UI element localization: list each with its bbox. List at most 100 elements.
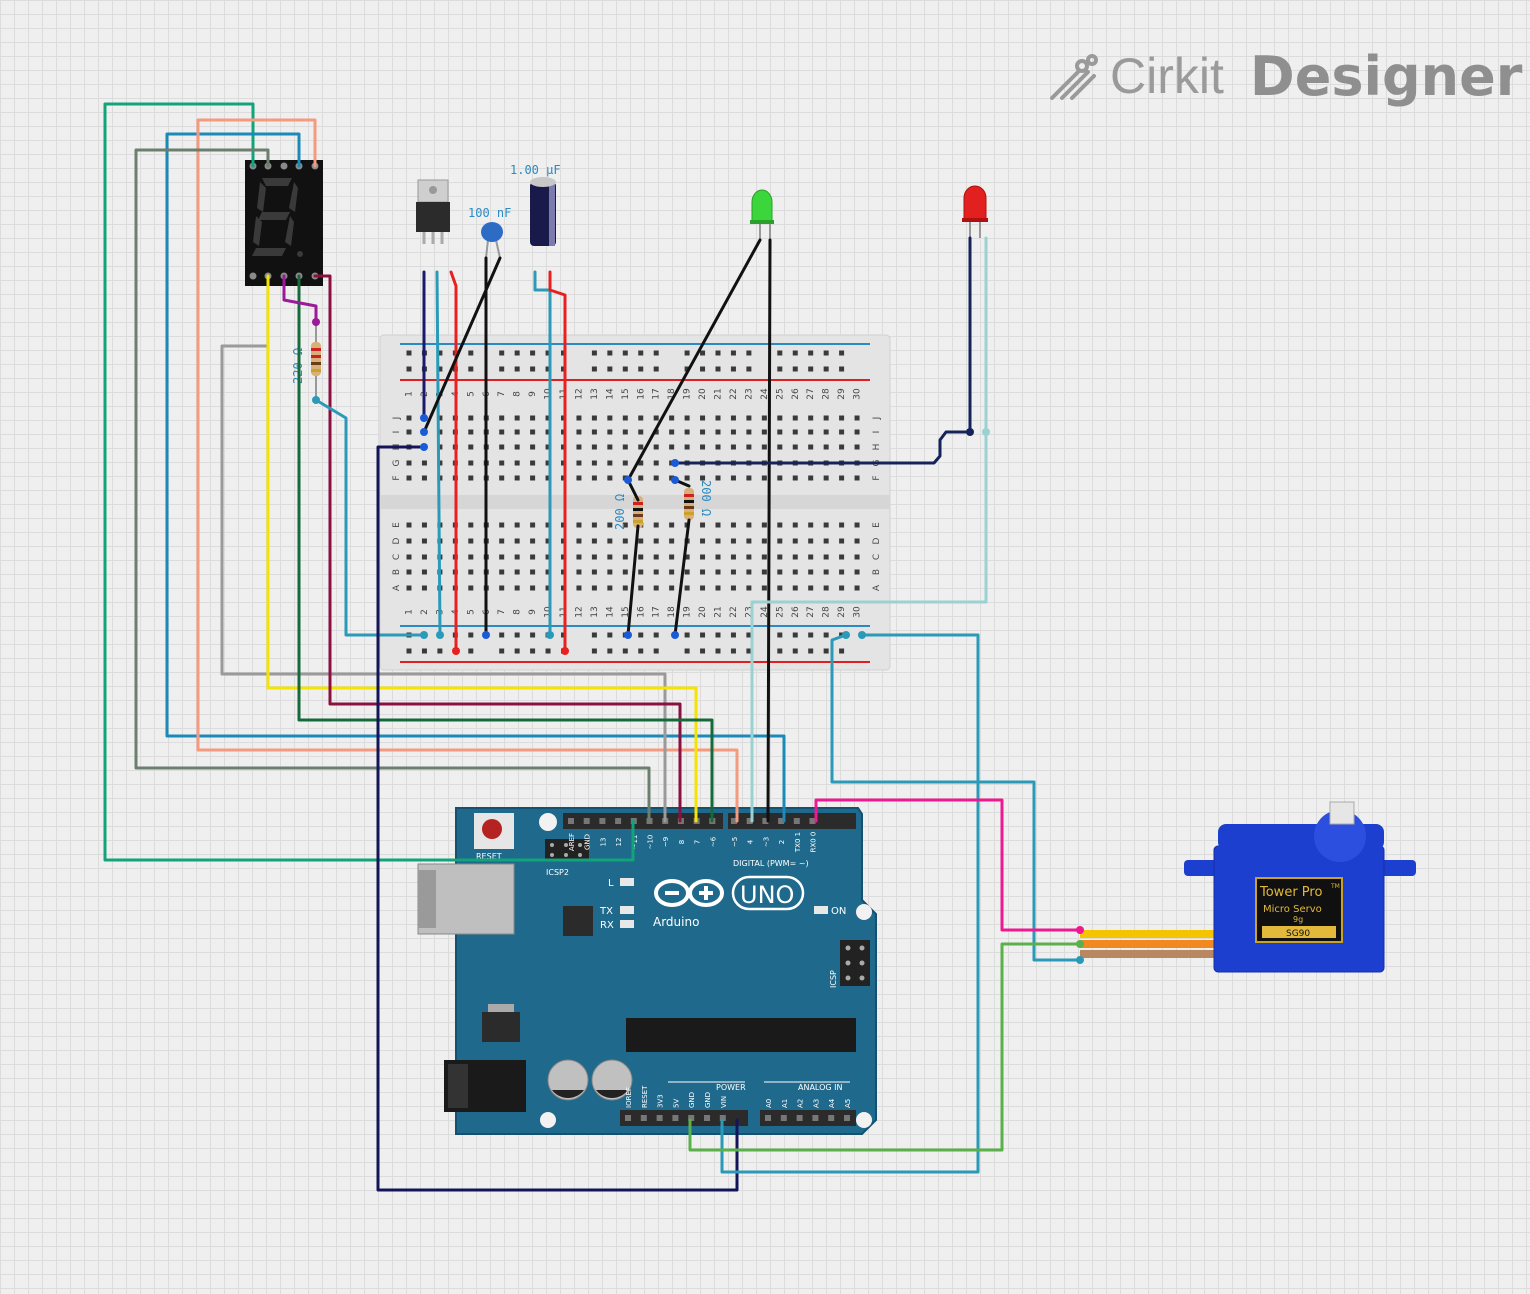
digital-pin[interactable] [778, 818, 785, 824]
breadboard-hole[interactable] [530, 415, 536, 421]
breadboard-hole[interactable] [653, 429, 659, 435]
rail-hole[interactable] [823, 366, 829, 372]
rail-hole[interactable] [499, 366, 505, 372]
breadboard-hole[interactable] [638, 554, 644, 560]
rail-hole[interactable] [437, 366, 443, 372]
breadboard-hole[interactable] [622, 429, 628, 435]
rail-hole[interactable] [730, 648, 736, 654]
breadboard-hole[interactable] [607, 444, 613, 450]
rail-hole[interactable] [808, 366, 814, 372]
rail-hole[interactable] [638, 648, 644, 654]
breadboard-hole[interactable] [839, 415, 845, 421]
reset-button[interactable] [474, 813, 514, 849]
breadboard-hole[interactable] [730, 475, 736, 481]
breadboard-hole[interactable] [576, 444, 582, 450]
breadboard-hole[interactable] [653, 444, 659, 450]
breadboard-hole[interactable] [700, 554, 706, 560]
breadboard-hole[interactable] [700, 522, 706, 528]
rail-hole[interactable] [746, 366, 752, 372]
breadboard-hole[interactable] [730, 522, 736, 528]
breadboard-hole[interactable] [746, 538, 752, 544]
digital-pin[interactable] [731, 818, 737, 824]
breadboard-hole[interactable] [638, 475, 644, 481]
rail-hole[interactable] [777, 632, 783, 638]
breadboard-hole[interactable] [854, 429, 860, 435]
breadboard-hole[interactable] [808, 585, 814, 591]
breadboard-hole[interactable] [421, 569, 427, 575]
breadboard-hole[interactable] [684, 585, 690, 591]
digital-pin[interactable] [599, 818, 606, 824]
rail-hole[interactable] [468, 648, 474, 654]
breadboard-hole[interactable] [684, 415, 690, 421]
breadboard-hole[interactable] [839, 569, 845, 575]
breadboard-hole[interactable] [823, 522, 829, 528]
rail-hole[interactable] [514, 366, 520, 372]
breadboard-hole[interactable] [684, 429, 690, 435]
power-pin[interactable] [625, 1115, 631, 1121]
breadboard-hole[interactable] [638, 569, 644, 575]
breadboard-hole[interactable] [468, 415, 474, 421]
breadboard-hole[interactable] [808, 444, 814, 450]
rail-hole[interactable] [499, 632, 505, 638]
breadboard-hole[interactable] [622, 415, 628, 421]
breadboard-hole[interactable] [607, 522, 613, 528]
breadboard-hole[interactable] [777, 538, 783, 544]
breadboard-hole[interactable] [421, 460, 427, 466]
breadboard-hole[interactable] [499, 475, 505, 481]
breadboard-hole[interactable] [622, 585, 628, 591]
breadboard-hole[interactable] [653, 569, 659, 575]
breadboard-hole[interactable] [545, 444, 551, 450]
rail-hole[interactable] [823, 350, 829, 356]
rail-hole[interactable] [653, 632, 659, 638]
rail-hole[interactable] [700, 366, 706, 372]
breadboard-hole[interactable] [576, 429, 582, 435]
rail-hole[interactable] [607, 350, 613, 356]
breadboard-hole[interactable] [421, 554, 427, 560]
breadboard-hole[interactable] [638, 585, 644, 591]
breadboard-hole[interactable] [638, 460, 644, 466]
rail-hole[interactable] [792, 366, 798, 372]
breadboard-hole[interactable] [499, 415, 505, 421]
breadboard-hole[interactable] [468, 554, 474, 560]
breadboard-hole[interactable] [653, 475, 659, 481]
breadboard-hole[interactable] [839, 554, 845, 560]
breadboard-hole[interactable] [746, 554, 752, 560]
breadboard-hole[interactable] [545, 460, 551, 466]
breadboard-hole[interactable] [406, 554, 412, 560]
breadboard-hole[interactable] [607, 429, 613, 435]
breadboard-hole[interactable] [421, 585, 427, 591]
breadboard-hole[interactable] [715, 429, 721, 435]
breadboard-hole[interactable] [777, 475, 783, 481]
breadboard-hole[interactable] [622, 538, 628, 544]
breadboard-hole[interactable] [530, 475, 536, 481]
rail-hole[interactable] [591, 350, 597, 356]
breadboard-hole[interactable] [715, 585, 721, 591]
breadboard-hole[interactable] [499, 538, 505, 544]
breadboard-hole[interactable] [669, 585, 675, 591]
breadboard-hole[interactable] [761, 522, 767, 528]
breadboard-hole[interactable] [591, 429, 597, 435]
breadboard-hole[interactable] [700, 475, 706, 481]
rail-hole[interactable] [468, 366, 474, 372]
breadboard-hole[interactable] [576, 538, 582, 544]
rail-hole[interactable] [406, 366, 412, 372]
breadboard-hole[interactable] [514, 475, 520, 481]
rail-hole[interactable] [684, 632, 690, 638]
breadboard-hole[interactable] [545, 538, 551, 544]
rail-hole[interactable] [839, 350, 845, 356]
breadboard-hole[interactable] [669, 522, 675, 528]
breadboard-hole[interactable] [653, 538, 659, 544]
breadboard-hole[interactable] [591, 415, 597, 421]
breadboard-hole[interactable] [437, 429, 443, 435]
breadboard-hole[interactable] [576, 569, 582, 575]
rail-hole[interactable] [607, 366, 613, 372]
breadboard-hole[interactable] [622, 522, 628, 528]
breadboard-hole[interactable] [468, 522, 474, 528]
breadboard-hole[interactable] [700, 585, 706, 591]
breadboard-hole[interactable] [715, 444, 721, 450]
breadboard-hole[interactable] [545, 569, 551, 575]
rail-hole[interactable] [684, 366, 690, 372]
breadboard-hole[interactable] [684, 554, 690, 560]
breadboard-hole[interactable] [839, 538, 845, 544]
breadboard-hole[interactable] [468, 585, 474, 591]
